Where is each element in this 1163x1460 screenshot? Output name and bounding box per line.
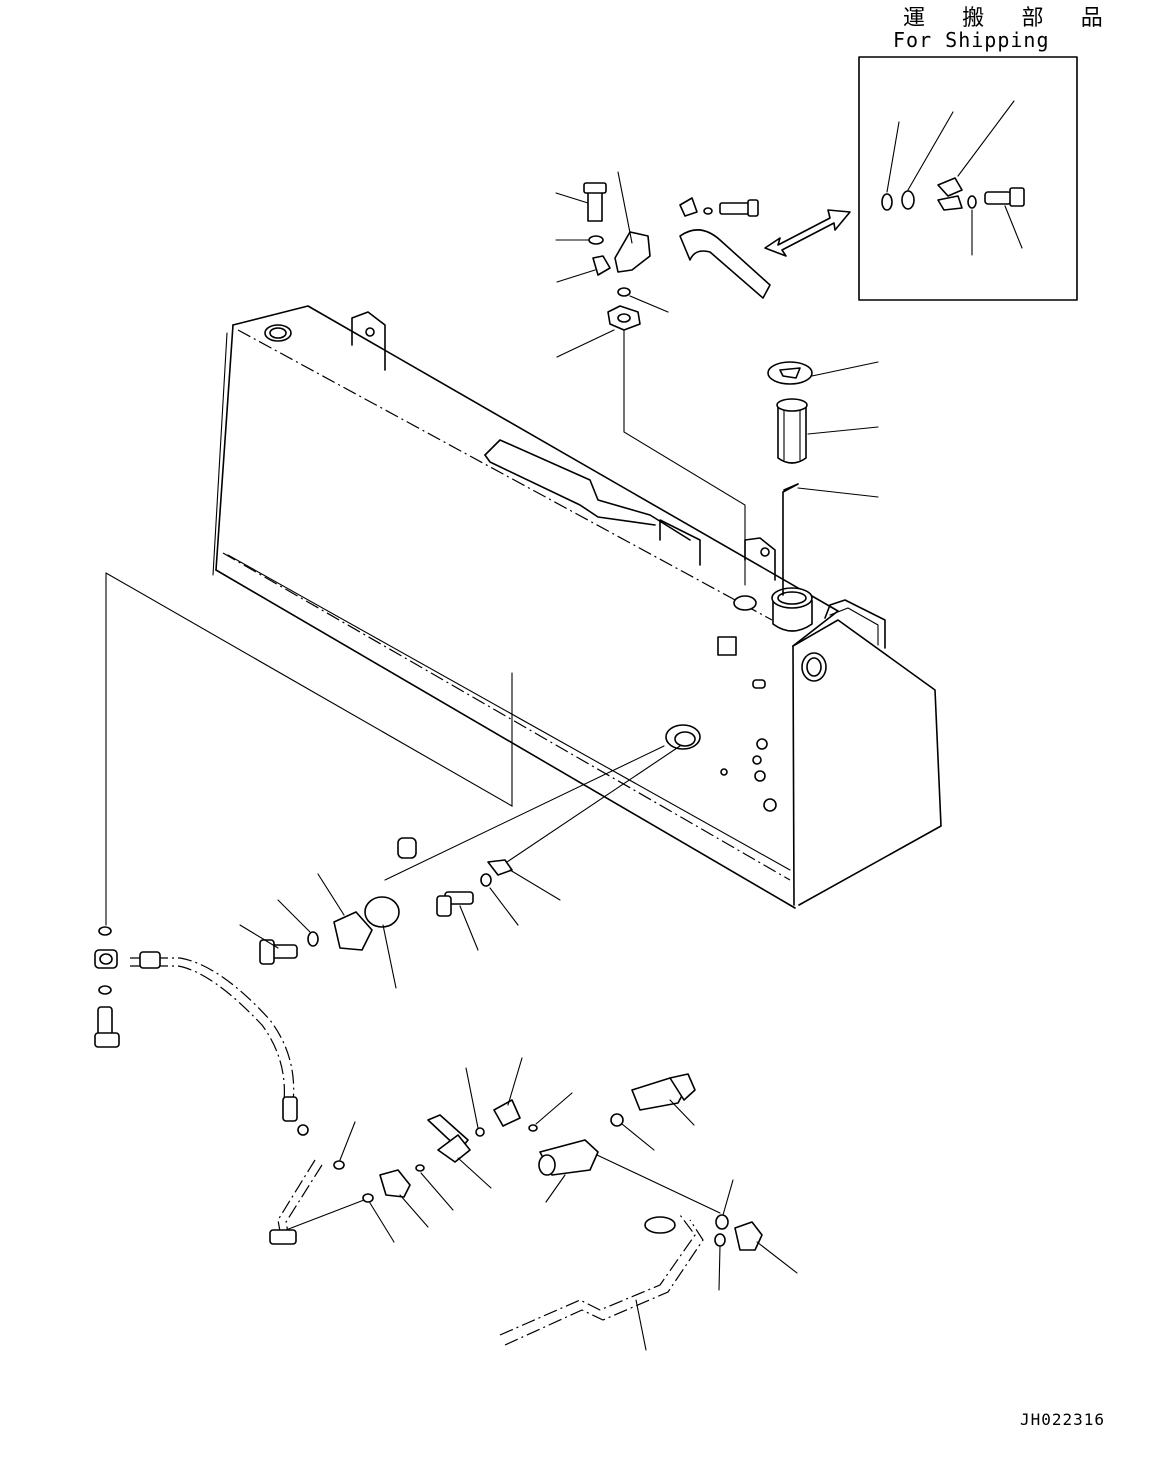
top-pipe-assembly [555,171,771,586]
double-arrow-icon [764,209,851,257]
left-fitting-stack [94,926,120,1048]
drain-valve-assembly [333,1057,798,1351]
hose [130,951,704,1346]
shipping-parts-box [858,56,1078,301]
fuel-cap-strainer-gauge [767,361,879,596]
drawing-number: JH022316 [1020,1410,1106,1429]
fuel-tank [212,305,942,909]
shipping-parts-title-en: For Shipping [893,28,1050,52]
level-sender-parts [239,837,561,989]
leader-lines [105,572,721,1231]
shipping-parts-title-jp: 運 搬 部 品 [903,6,1115,31]
